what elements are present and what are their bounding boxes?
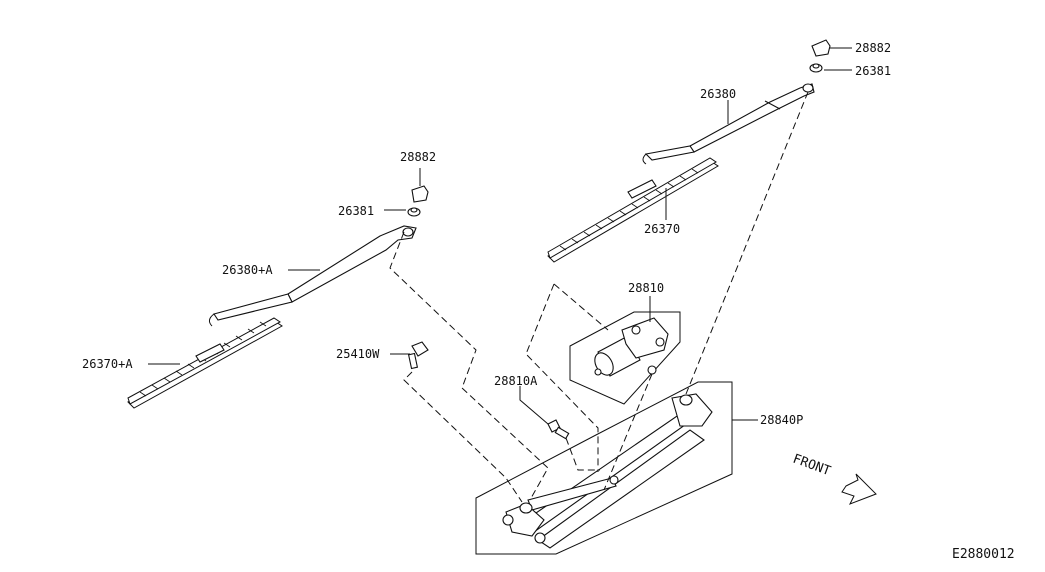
nut-left: [384, 207, 421, 217]
wiper-blade-left: [127, 317, 283, 409]
wiper-motor: [594, 317, 669, 377]
bolt-25410w: [390, 341, 429, 370]
linkage-box: [475, 381, 733, 555]
cap-left: [411, 168, 429, 203]
label-cap-right: 28882: [855, 41, 891, 55]
motor-bolt: [519, 386, 570, 440]
front-arrow: [841, 473, 877, 505]
nut-right: [809, 63, 852, 73]
label-motor-bolt: 28810A: [494, 374, 538, 388]
assembly-lines: [389, 91, 809, 503]
label-arm-right: 26380: [700, 87, 736, 101]
motor-box: [569, 311, 681, 405]
label-bolt: 25410W: [336, 347, 380, 361]
wiper-linkage: [502, 393, 758, 549]
label-blade-left: 26370+A: [82, 357, 133, 371]
cap-right: [811, 39, 852, 57]
wiper-blade-right: [547, 157, 719, 263]
diagram-id: E2880012: [952, 547, 1015, 562]
label-nut-right: 26381: [855, 64, 891, 78]
label-blade-right: 26370: [644, 222, 680, 236]
label-motor: 28810: [628, 281, 664, 295]
wiper-arm-right: [642, 83, 815, 165]
wiper-arm-left: [208, 225, 417, 327]
label-cap-left: 28882: [400, 150, 436, 164]
label-front: FRONT: [791, 452, 833, 480]
label-arm-left: 26380+A: [222, 263, 273, 277]
label-nut-left: 26381: [338, 204, 374, 218]
label-linkage: 28840P: [760, 413, 803, 427]
